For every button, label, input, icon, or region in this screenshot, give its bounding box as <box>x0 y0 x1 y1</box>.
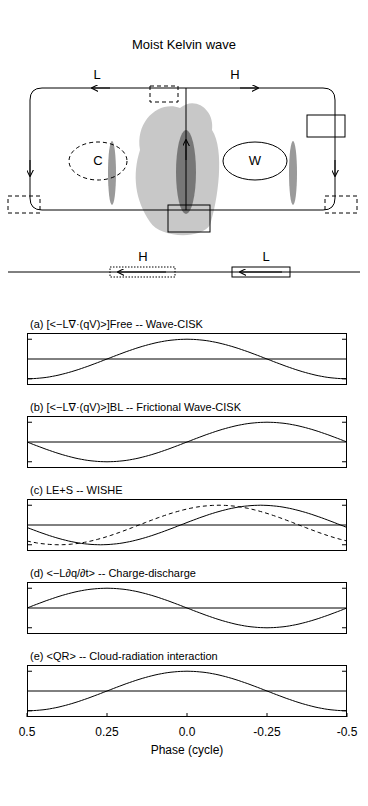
flow-arrow <box>335 160 336 176</box>
axis-tick-label: 0.5 <box>19 726 36 739</box>
pressure-box <box>232 267 290 277</box>
flow-arrow <box>240 88 258 89</box>
surface-line <box>8 272 360 273</box>
low-pressure-letter: L <box>262 250 269 264</box>
plot-panel: (e) <QR> -- Cloud-radiation interaction <box>27 665 347 717</box>
cloud-shading <box>136 103 220 235</box>
anomaly-box <box>307 115 345 137</box>
axis-tick-label: 0.0 <box>179 726 196 739</box>
panel-heading: (d) <−L∂q/∂t> -- Charge-discharge <box>30 567 196 579</box>
panel-heading: (b) [<−L∇·(qV)>]BL -- Frictional Wave-CI… <box>30 401 241 413</box>
updraft-line <box>186 88 187 210</box>
figure-title: Moist Kelvin wave <box>132 38 236 52</box>
panel-heading: (a) [<−L∇·(qV)>]Free -- Wave-CISK <box>30 318 203 330</box>
surface-wind-arrow <box>240 272 282 273</box>
solid-curve <box>27 339 347 379</box>
flow-arrow <box>92 88 110 89</box>
dashed-curve <box>27 505 347 545</box>
axis-tick-label: -0.25 <box>253 726 280 739</box>
anomaly-letter: W <box>249 154 261 168</box>
circulation-loop <box>30 88 335 210</box>
plot-panel: (b) [<−L∇·(qV)>]BL -- Frictional Wave-CI… <box>27 416 347 468</box>
ellipse-shape <box>223 142 287 180</box>
high-pressure-letter: H <box>138 250 147 264</box>
panel-heading: (e) <QR> -- Cloud-radiation interaction <box>30 650 218 662</box>
axis-title: Phase (cycle) <box>151 744 224 757</box>
axis-tick-label: 0.25 <box>95 726 118 739</box>
shallow-cloud <box>108 141 116 205</box>
high-pressure-letter: H <box>230 68 239 82</box>
anomaly-box <box>8 196 40 213</box>
zero-line <box>27 691 347 692</box>
anomaly-box <box>325 196 357 213</box>
warm-anomaly: W <box>222 141 288 181</box>
solid-curve <box>27 422 347 462</box>
axis-tick-label: -0.5 <box>337 726 358 739</box>
low-pressure-letter: L <box>93 68 100 82</box>
pressure-box <box>110 267 175 277</box>
panel-heading: (c) LE+S -- WISHE <box>30 484 123 496</box>
anomaly-letter: C <box>93 154 102 168</box>
ellipse-shape <box>69 142 127 180</box>
zero-line <box>27 359 347 360</box>
cold-anomaly: C <box>68 141 128 181</box>
solid-curve <box>27 588 347 628</box>
anomaly-box <box>150 86 178 102</box>
plot-panel: (a) [<−L∇·(qV)>]Free -- Wave-CISK <box>27 333 347 385</box>
solid-curve <box>27 505 347 545</box>
panel-curves <box>27 339 347 717</box>
surface-wind-arrow <box>118 272 166 273</box>
anomaly-box <box>168 205 210 232</box>
solid-curve <box>27 671 347 711</box>
plot-panel: (d) <−L∂q/∂t> -- Charge-discharge <box>27 582 347 634</box>
shallow-cloud <box>289 141 297 205</box>
flow-arrow <box>186 140 187 160</box>
plot-panel: (c) LE+S -- WISHE <box>27 499 347 551</box>
flow-arrow <box>30 160 31 176</box>
